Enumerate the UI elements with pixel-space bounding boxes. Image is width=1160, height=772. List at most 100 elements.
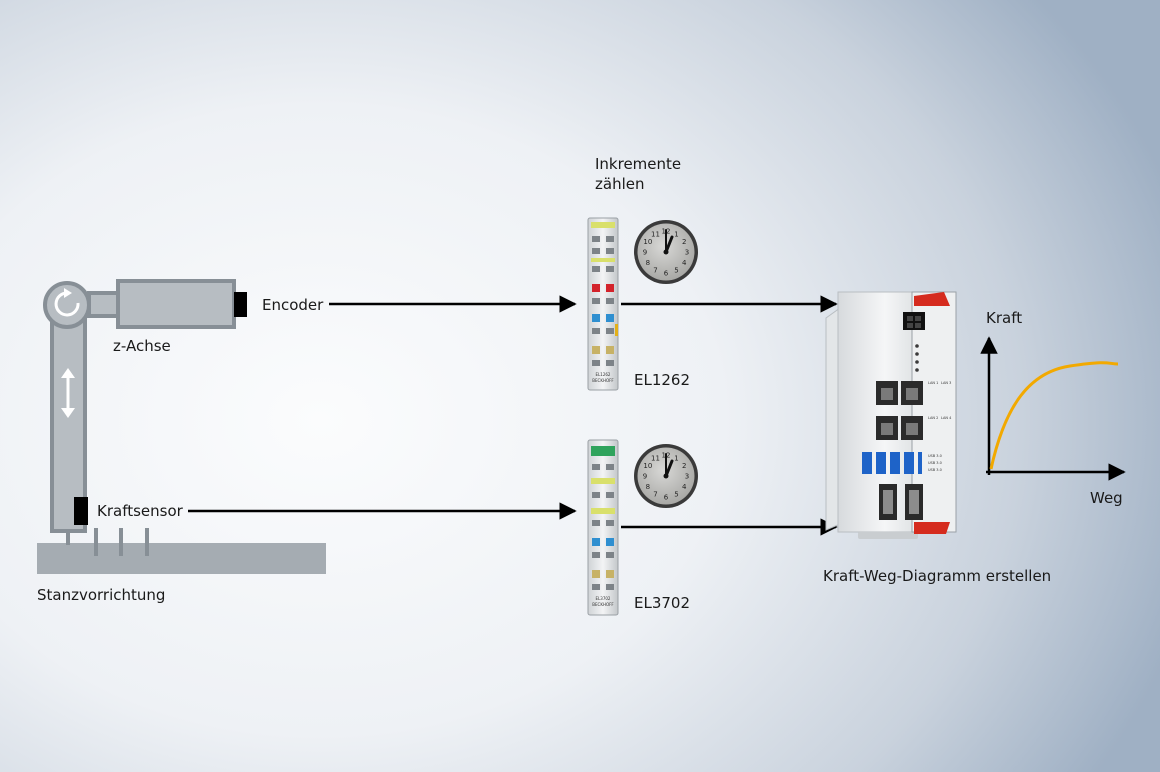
clock-numeral: 9 (643, 249, 647, 257)
terminal-contact (606, 464, 614, 470)
rotation-joint (43, 281, 91, 329)
clock-numeral: 3 (685, 249, 689, 257)
terminal-contact-blue (606, 314, 614, 322)
terminal-model-text: EL1262 (596, 372, 611, 377)
clock-numeral: 8 (646, 259, 650, 267)
pc-red-bottom (914, 522, 950, 534)
clock-numeral: 5 (674, 267, 678, 275)
led-block (591, 508, 615, 514)
terminal-contact (592, 552, 600, 558)
force-axis-label: Kraft (986, 309, 1023, 327)
status-led (915, 344, 919, 348)
usb-port (876, 452, 886, 474)
terminal-el1262: EL1262 BECKHOFF (587, 217, 619, 391)
clock-numeral: 2 (682, 462, 686, 470)
terminal-contact (592, 360, 600, 366)
terminal-contact (606, 584, 614, 590)
pc-foot (858, 532, 918, 539)
status-led (915, 360, 919, 364)
lan-socket (906, 388, 918, 400)
terminal-contact (606, 520, 614, 526)
usb-label: USB 3.0 (928, 461, 942, 465)
terminal-contact (592, 236, 600, 242)
clock-icon-2: 121234567891011 (634, 444, 698, 508)
clock-center (663, 473, 669, 479)
force-sensor-label: Kraftsensor (97, 502, 183, 520)
terminal-contact (606, 248, 614, 254)
count-increments-label-line1: Inkremente (595, 155, 682, 173)
led-block (591, 258, 615, 262)
clock-numeral: 5 (674, 491, 678, 499)
terminal-contact-yellow (592, 346, 600, 354)
clock-center (663, 249, 669, 255)
status-led (915, 352, 919, 356)
pc-body (837, 291, 917, 533)
pc-red-top (914, 292, 950, 306)
terminal-model-text: EL3702 (596, 596, 611, 601)
terminal-1-label: EL1262 (634, 371, 691, 389)
create-diagram-label: Kraft-Weg-Diagramm erstellen (823, 567, 1052, 585)
display-port-socket (909, 490, 919, 514)
force-curve (989, 361, 1119, 470)
punching-device-label: Stanzvorrichtung (37, 586, 166, 604)
lan-port-label: LAN 1 (928, 381, 938, 385)
usb-port (918, 452, 922, 474)
distance-axis-label: Weg (1090, 489, 1123, 507)
force-sensor-block (74, 497, 88, 525)
clock-numeral: 4 (682, 483, 687, 491)
clock-numeral: 11 (651, 454, 660, 462)
led-block (591, 222, 615, 228)
display-port-socket (883, 490, 893, 514)
clock-numeral: 4 (682, 259, 687, 267)
terminal-contact-blue (592, 314, 600, 322)
clock-numeral: 6 (664, 270, 669, 278)
terminal-contact (592, 520, 600, 526)
usb-port (904, 452, 914, 474)
clock-numeral: 6 (664, 494, 669, 502)
terminal-contact (606, 266, 614, 272)
terminal-contact (592, 298, 600, 304)
clock-icon-1: 121234567891011 (634, 220, 698, 284)
terminal-2-label: EL3702 (634, 594, 691, 612)
punching-machine (37, 279, 326, 574)
terminal-contact (606, 552, 614, 558)
terminal-contact-red (592, 284, 600, 292)
lan-port-label: LAN 4 (941, 416, 952, 420)
terminal-el3702: EL3702 BECKHOFF (587, 439, 619, 616)
terminal-contact (592, 584, 600, 590)
terminal-contact-red (606, 284, 614, 292)
terminal-contact (592, 492, 600, 498)
power-pin (915, 316, 921, 321)
count-increments-label-line2: zählen (595, 175, 645, 193)
terminal-contact-yellow (606, 346, 614, 354)
power-pin (915, 323, 921, 328)
led-block (591, 478, 615, 484)
clock-numeral: 10 (643, 238, 652, 246)
clock-numeral: 8 (646, 483, 650, 491)
machine-base (37, 543, 326, 574)
clock-numeral: 7 (653, 267, 657, 275)
terminal-contact (606, 360, 614, 366)
terminal-contact (592, 248, 600, 254)
usb-port (890, 452, 900, 474)
terminal-latch (615, 324, 618, 336)
z-axis-housing (116, 279, 236, 329)
power-pin (907, 323, 913, 328)
terminal-brand-text: BECKHOFF (592, 602, 614, 607)
clock-numeral: 1 (674, 454, 678, 462)
power-connector (903, 312, 925, 330)
status-led (915, 368, 919, 372)
clock-numeral: 2 (682, 238, 686, 246)
terminal-contact (592, 266, 600, 272)
clock-numeral: 1 (674, 230, 678, 238)
terminal-contact-blue (592, 538, 600, 546)
lan-socket (906, 423, 918, 435)
clock-numeral: 3 (685, 473, 689, 481)
encoder-label: Encoder (262, 296, 324, 314)
lan-socket (881, 423, 893, 435)
terminal-contact-yellow (606, 570, 614, 578)
terminal-contact (606, 492, 614, 498)
industrial-pc: LAN 1 LAN 3 LAN 2 LAN 4 USB 3.0 USB 3.0 … (825, 291, 957, 539)
terminal-contact-yellow (592, 570, 600, 578)
